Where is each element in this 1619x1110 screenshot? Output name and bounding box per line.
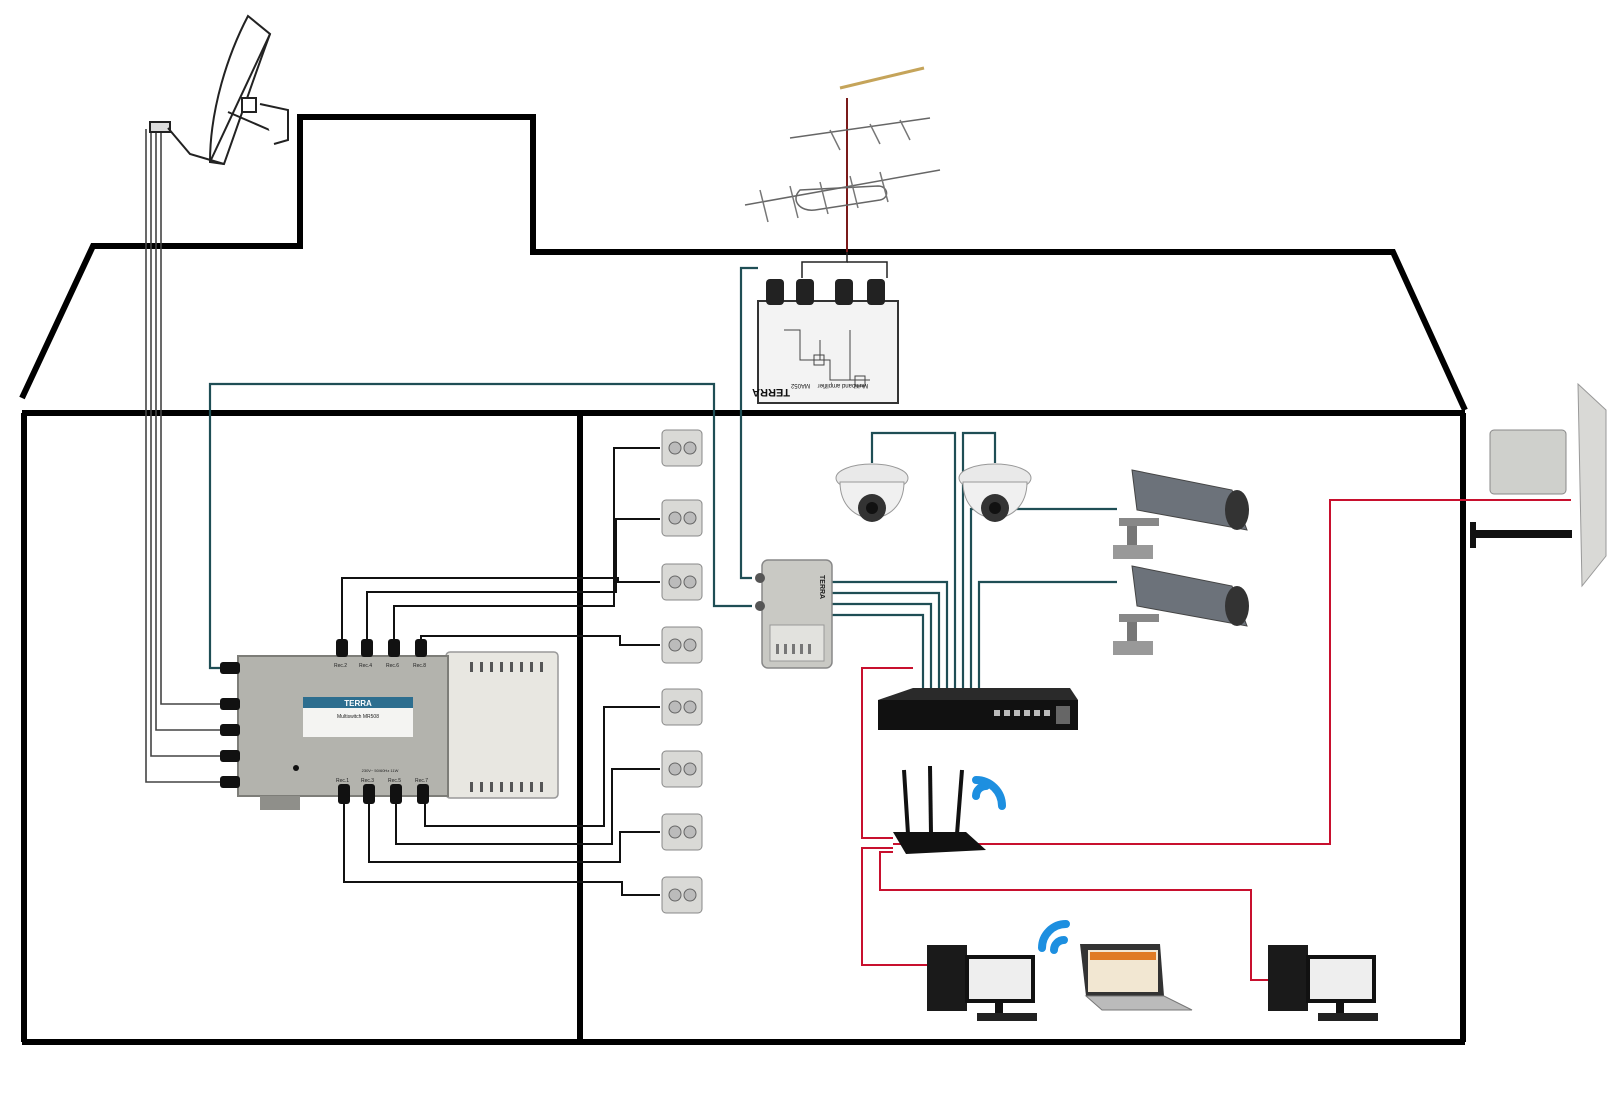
sat-cable xyxy=(160,129,228,705)
amp-connector xyxy=(796,279,814,305)
tv-cable xyxy=(343,790,660,896)
tv-cable xyxy=(368,790,660,863)
coax-cable xyxy=(969,507,1117,688)
laptop-icon xyxy=(1080,944,1193,1011)
coax-cables xyxy=(208,266,1117,688)
lan-cable xyxy=(861,847,927,966)
port-label: Rec.4 xyxy=(359,663,372,669)
amp-model: MA052 xyxy=(790,382,810,388)
dvr-icon xyxy=(878,688,1078,730)
coax-cable xyxy=(826,602,933,688)
sat-cable xyxy=(150,129,228,757)
bullet-camera-icon xyxy=(1113,469,1249,559)
lan-cable xyxy=(879,851,1268,981)
wifi-icon xyxy=(1038,920,1070,954)
amp-brand: TERRA xyxy=(752,386,790,398)
multiswitch: Rec.2 Rec.4 Rec.6 Rec.8 Rec.1 Rec.3 Rec.… xyxy=(220,639,559,810)
amp-connector xyxy=(766,279,784,305)
dome-camera-icon xyxy=(835,463,909,522)
router-icon xyxy=(893,765,986,854)
port-label: Rec.3 xyxy=(361,778,374,784)
house-outline xyxy=(19,114,1468,1045)
desktop-computer-icon xyxy=(927,945,1037,1021)
splitter-brand: TERRA xyxy=(818,575,825,599)
sat-cable xyxy=(155,129,228,731)
port-label: Rec.1 xyxy=(336,778,349,784)
tv-socket-icon xyxy=(661,688,703,726)
coax-cable xyxy=(977,580,1117,688)
port-label: Rec.8 xyxy=(413,663,426,669)
tv-cable xyxy=(341,577,660,643)
tv-outlet-cables xyxy=(341,447,660,896)
coax-cable xyxy=(208,382,752,670)
tv-socket-icon xyxy=(661,499,703,537)
tv-socket-icon xyxy=(661,626,703,664)
tv-cable xyxy=(366,518,660,643)
port-label: Rec.7 xyxy=(415,778,428,784)
desktop-computer-icon xyxy=(1268,945,1378,1021)
coax-cable xyxy=(826,613,925,688)
lan-cable xyxy=(893,499,1571,845)
amp-connector xyxy=(835,279,853,305)
tv-sockets xyxy=(661,429,703,914)
coax-cable xyxy=(826,580,949,688)
coax-cable xyxy=(826,591,941,688)
multiswitch-power: 230V~ 50/60Hz 11W xyxy=(362,768,399,773)
network-cables xyxy=(861,499,1571,981)
dome-camera-icon xyxy=(958,463,1032,522)
roof-line xyxy=(19,114,1468,412)
multiswitch-model: Multiswitch MR508 xyxy=(337,714,379,720)
tv-socket-icon xyxy=(661,876,703,914)
coax-cable xyxy=(739,266,758,580)
tv-cable xyxy=(395,768,660,845)
multiswitch-brand: TERRA xyxy=(344,699,372,708)
tv-cable xyxy=(393,447,660,643)
amp-connector xyxy=(867,279,885,305)
tv-cable xyxy=(424,706,660,827)
splitter: TERRA xyxy=(755,559,833,669)
port-label: Rec.5 xyxy=(388,778,401,784)
tv-socket-icon xyxy=(661,563,703,601)
wireless-access-point-icon xyxy=(1470,382,1607,588)
amp-subtitle: Multiband amplifier xyxy=(818,382,868,388)
port-label: Rec.6 xyxy=(386,663,399,669)
satellite-cables xyxy=(145,129,228,783)
tv-socket-icon xyxy=(661,750,703,788)
tv-socket-icon xyxy=(661,813,703,851)
tv-socket-icon xyxy=(661,429,703,467)
coax-cable xyxy=(961,431,997,688)
satellite-dish-icon xyxy=(149,14,289,166)
lan-cable xyxy=(861,667,913,839)
coax-cable xyxy=(870,431,957,688)
wifi-icon xyxy=(972,776,1006,810)
multiswitch-psu xyxy=(445,651,559,799)
bullet-camera-icon xyxy=(1113,565,1249,655)
antenna-icon xyxy=(744,66,941,278)
tv-cable xyxy=(420,635,660,646)
sat-cable xyxy=(145,129,228,783)
port-label: Rec.2 xyxy=(334,663,347,669)
multiband-amplifier: TERRA MA052 Multiband amplifier xyxy=(752,279,899,404)
